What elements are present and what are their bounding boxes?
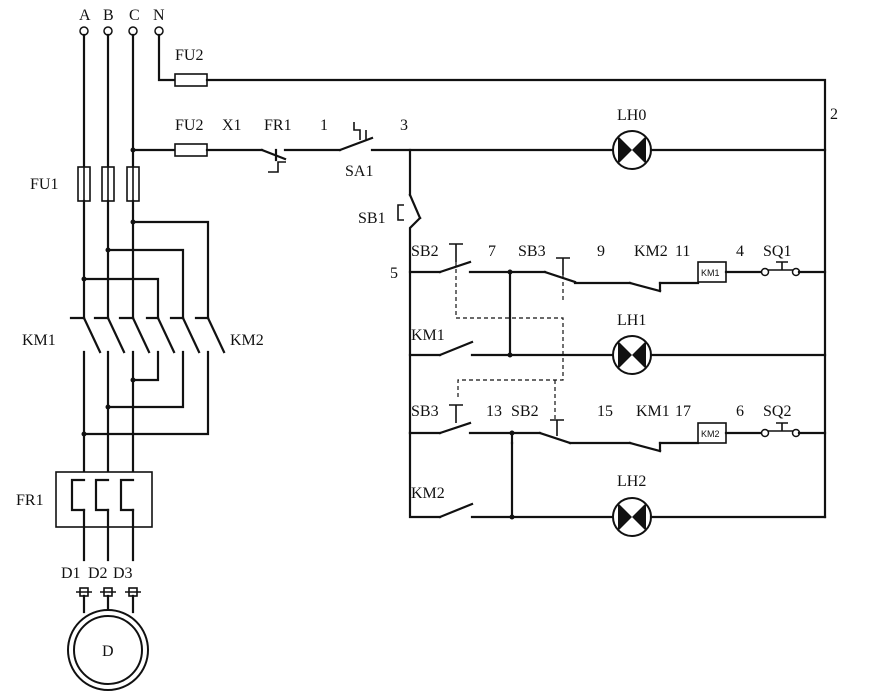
km1-main-contacts [69, 316, 151, 474]
label-lh2: LH2 [617, 473, 646, 490]
coil-km1-label: KM1 [701, 268, 720, 278]
label-sq1: SQ1 [763, 243, 791, 260]
node-2: 2 [830, 106, 838, 123]
fuse-fu2-top [174, 73, 208, 87]
button-sb1 [397, 148, 422, 435]
node-6: 6 [736, 403, 744, 420]
phase-label-a: A [79, 7, 91, 24]
km2-feed-b [106, 248, 185, 320]
phase-label-b: B [103, 7, 114, 24]
power-circuit: A B C N FU1 [16, 7, 264, 691]
node-13: 13 [486, 403, 502, 420]
switch-sa1 [338, 122, 614, 152]
row-forward [408, 243, 827, 293]
label-km2-aux: KM2 [411, 485, 445, 502]
row-reverse [408, 404, 827, 453]
node-4: 4 [736, 243, 744, 260]
label-sb1: SB1 [358, 210, 386, 227]
row-km2-hold [408, 430, 827, 537]
motor-terminals [76, 587, 141, 614]
terminal-c [128, 26, 138, 36]
control-circuit: FU2 2 FU2 X1 FR1 1 SA1 3 [130, 33, 838, 537]
fuse-fu2-mid [174, 143, 208, 157]
km2-main-contacts [81, 316, 226, 437]
node-11: 11 [675, 243, 690, 260]
label-x1: X1 [222, 117, 242, 134]
terminal-n [154, 26, 164, 36]
label-fr1-main: FR1 [16, 492, 44, 509]
motor-d [67, 609, 149, 691]
fr1-nc-contact [260, 148, 342, 173]
label-sq2: SQ2 [763, 403, 791, 420]
label-sb3-a: SB3 [518, 243, 546, 260]
node-9: 9 [597, 243, 605, 260]
row-km1-hold [408, 269, 827, 375]
node-3: 3 [400, 117, 408, 134]
label-km1-contact: KM1 [636, 403, 670, 420]
label-fr1-ctrl: FR1 [264, 117, 292, 134]
label-fu2-top: FU2 [175, 47, 203, 64]
label-km2-main: KM2 [230, 332, 264, 349]
label-lh0: LH0 [617, 107, 646, 124]
node-1: 1 [320, 117, 328, 134]
phase-label-n: N [153, 7, 165, 24]
coil-km2-label: KM2 [701, 429, 720, 439]
label-d3: D3 [113, 565, 133, 582]
node-15: 15 [597, 403, 613, 420]
label-km1-main: KM1 [22, 332, 56, 349]
label-sb2-b: SB2 [511, 403, 539, 420]
phase-label-c: C [129, 7, 140, 24]
label-km1-aux: KM1 [411, 327, 445, 344]
label-fu2-mid: FU2 [175, 117, 203, 134]
label-lh1: LH1 [617, 312, 646, 329]
label-d1: D1 [61, 565, 81, 582]
label-sb2-a: SB2 [411, 243, 439, 260]
node-17: 17 [675, 403, 691, 420]
terminal-a [79, 26, 89, 36]
wire-neutral [157, 33, 177, 82]
label-d2: D2 [88, 565, 108, 582]
label-fu1: FU1 [30, 176, 58, 193]
label-motor: D [102, 643, 114, 660]
lamp-lh0 [612, 130, 827, 170]
label-sb3-b: SB3 [411, 403, 439, 420]
km2-feed-a [131, 220, 210, 320]
thermal-relay-fr1 [55, 471, 153, 562]
node-7: 7 [488, 243, 496, 260]
terminal-b [103, 26, 113, 36]
label-sa1: SA1 [345, 163, 373, 180]
label-km2-contact: KM2 [634, 243, 668, 260]
node-5: 5 [390, 265, 398, 282]
km2-feed-c [82, 277, 160, 320]
interlock-dashed-2 [554, 275, 564, 420]
